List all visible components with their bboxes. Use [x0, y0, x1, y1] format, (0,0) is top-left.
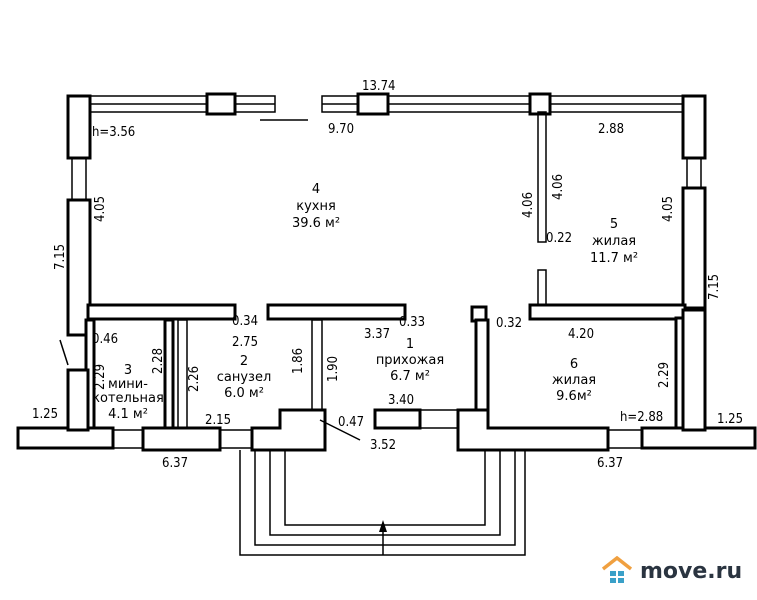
- dim-352: 3.52: [370, 438, 396, 453]
- room-bathroom: 2 санузел 6.0 м²: [217, 354, 272, 401]
- room-area: 9.6м²: [556, 389, 592, 404]
- logo-text: move.ru: [640, 558, 743, 584]
- room-area: 39.6 м²: [292, 216, 340, 231]
- dim-186: 1.86: [291, 348, 306, 374]
- dim-125b: 1.25: [717, 412, 743, 427]
- dim-337: 3.37: [364, 327, 390, 342]
- dim-034: 0.34: [232, 314, 258, 329]
- dim-229b: 2.29: [657, 362, 672, 388]
- move-ru-logo[interactable]: move.ru: [600, 556, 742, 586]
- dim-275: 2.75: [232, 335, 258, 350]
- room-number: 1: [406, 337, 414, 352]
- dim-right-715: 7.15: [707, 274, 722, 300]
- room-area: 11.7 м²: [590, 251, 638, 266]
- room-boiler: 3 мини- котельная 4.1 м²: [92, 363, 164, 422]
- room-living-6: 6 жилая 9.6м²: [552, 357, 596, 404]
- room-living-5: 5 жилая 11.7 м²: [590, 217, 638, 266]
- room-name-2: котельная: [92, 391, 164, 406]
- house-icon: [601, 556, 633, 583]
- room-name: жилая: [552, 373, 596, 388]
- dim-height-right: h=2.88: [620, 410, 663, 425]
- dim-room5-top: 2.88: [598, 122, 624, 137]
- room-number: 4: [312, 182, 320, 197]
- dim-420: 4.20: [568, 327, 594, 342]
- dim-228: 2.28: [151, 348, 166, 374]
- dim-406a: 4.06: [521, 192, 536, 218]
- dim-226: 2.26: [187, 366, 202, 392]
- room-name: санузел: [217, 370, 272, 385]
- dim-total-top: 13.74: [362, 79, 395, 94]
- dim-340: 3.40: [388, 393, 414, 408]
- room-name: жилая: [592, 234, 636, 249]
- room-name: прихожая: [376, 353, 444, 368]
- room-number: 3: [124, 363, 132, 378]
- dim-right-405: 4.05: [661, 196, 676, 222]
- dim-047: 0.47: [338, 415, 364, 430]
- room-area: 4.1 м²: [108, 407, 148, 422]
- room-area: 6.7 м²: [390, 369, 430, 384]
- dimension-labels: 13.74 h=3.56 9.70 2.88 4.05 4.05 4.06 4.…: [32, 79, 743, 471]
- room-kitchen: 4 кухня 39.6 м²: [292, 182, 340, 231]
- dim-229a: 2.29: [93, 364, 108, 390]
- dim-022: 0.22: [546, 231, 572, 246]
- exterior-walls: [16, 92, 757, 556]
- dim-left-405: 4.05: [93, 196, 108, 222]
- dim-637b: 6.37: [597, 456, 623, 471]
- room-number: 5: [610, 217, 618, 232]
- dim-height-left: h=3.56: [92, 125, 135, 140]
- dim-637a: 6.37: [162, 456, 188, 471]
- room-number: 2: [240, 354, 248, 369]
- dim-046: 0.46: [92, 332, 118, 347]
- room-area: 6.0 м²: [224, 386, 264, 401]
- dim-left-715: 7.15: [53, 244, 68, 270]
- room-name: кухня: [296, 199, 336, 214]
- room-number: 6: [570, 357, 578, 372]
- dim-125a: 1.25: [32, 407, 58, 422]
- dim-032: 0.32: [496, 316, 522, 331]
- room-hallway: 1 прихожая 6.7 м²: [376, 337, 444, 384]
- dim-kitchen-top: 9.70: [328, 122, 354, 137]
- room-name: мини-: [108, 377, 148, 392]
- dim-033: 0.33: [399, 315, 425, 330]
- dim-406b: 4.06: [551, 174, 566, 200]
- dim-190: 1.90: [326, 356, 341, 382]
- dim-215: 2.15: [205, 413, 231, 428]
